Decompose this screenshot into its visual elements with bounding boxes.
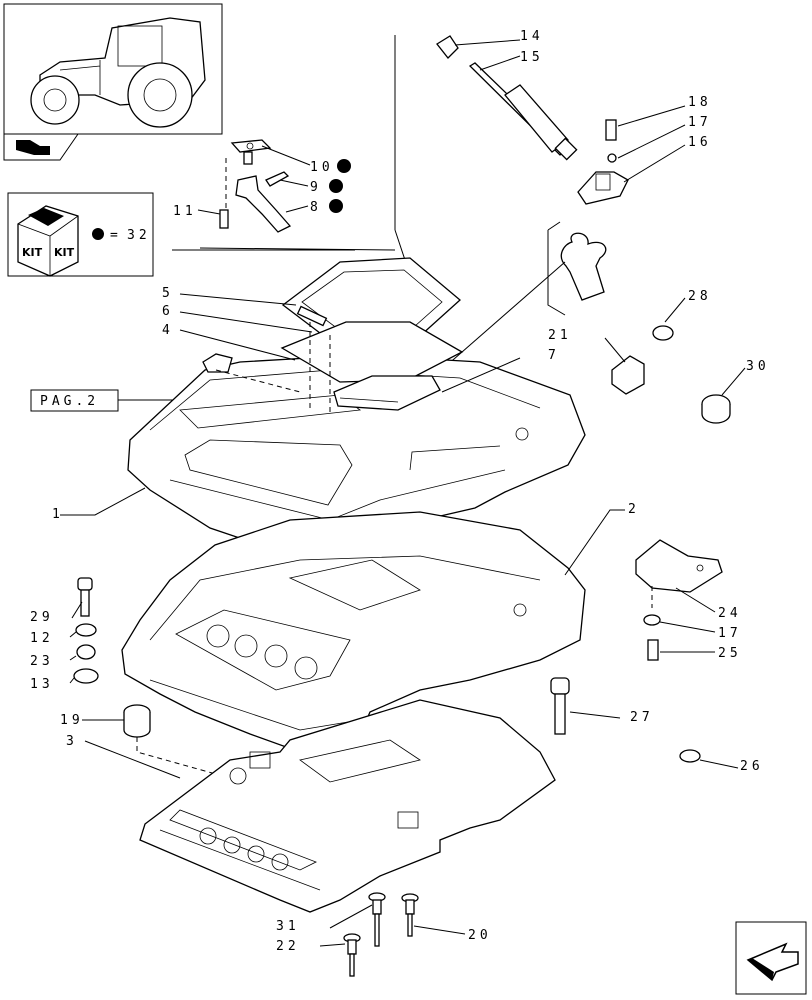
kit-legend-box: KIT KIT = 32 <box>7 192 154 277</box>
washer-17b <box>643 614 661 626</box>
next-page-button[interactable] <box>735 921 807 995</box>
washer-13 <box>73 668 99 684</box>
kit-marker-10 <box>337 159 351 173</box>
kit-number: 32 <box>127 228 151 243</box>
bracket-24 <box>635 539 723 593</box>
callout-2: 2 <box>628 502 640 517</box>
bolt-27 <box>550 677 570 735</box>
callout-30: 30 <box>746 359 770 374</box>
washer-12 <box>75 623 97 637</box>
callout-4: 4 <box>162 323 174 338</box>
page-reference-label: PAG.2 <box>40 394 99 409</box>
callout-28: 28 <box>688 289 712 304</box>
callout-22: 22 <box>276 939 300 954</box>
callout-26: 26 <box>740 759 764 774</box>
callout-labels: 1 2 3 4 5 6 7 8 9 10 11 12 13 14 15 16 1… <box>30 29 770 954</box>
callout-20: 20 <box>468 928 492 943</box>
kit-dot-icon <box>92 228 104 240</box>
latch-assembly <box>219 139 292 233</box>
rivet-22 <box>343 933 361 977</box>
hatch-glass <box>280 321 464 383</box>
callout-1: 1 <box>52 507 64 522</box>
callout-13: 13 <box>30 677 54 692</box>
kit-marker-9 <box>329 179 343 193</box>
callout-12: 12 <box>30 631 54 646</box>
kit-box-icon: KIT KIT <box>17 205 79 277</box>
callout-17b: 17 <box>718 626 742 641</box>
callout-3: 3 <box>66 734 78 749</box>
kit-label-1: KIT <box>22 246 43 259</box>
callout-21: 21 <box>548 328 572 343</box>
hinge-bracket <box>577 119 629 205</box>
spacer-19 <box>123 704 151 738</box>
rivet-20 <box>401 893 419 937</box>
next-page-arrow-icon <box>746 942 799 982</box>
bracket-4 <box>202 353 233 373</box>
tractor-thumbnail-icon <box>30 17 206 128</box>
callout-25: 25 <box>718 646 742 661</box>
clip-21 <box>611 355 645 395</box>
callout-19: 19 <box>60 713 84 728</box>
gas-strut <box>436 35 578 161</box>
bolt-29 <box>77 577 93 617</box>
seal-profile <box>560 232 607 301</box>
callout-16: 16 <box>688 135 712 150</box>
callout-15: 15 <box>520 50 544 65</box>
callout-9: 9 <box>310 180 322 195</box>
callout-23: 23 <box>30 654 54 669</box>
callout-14: 14 <box>520 29 544 44</box>
callout-31: 31 <box>276 919 300 934</box>
callout-11: 11 <box>173 204 197 219</box>
rivet-31 <box>368 892 386 947</box>
plug-30 <box>701 394 731 424</box>
callout-7: 7 <box>548 348 560 363</box>
base-plate <box>139 699 556 913</box>
callout-27: 27 <box>630 710 654 725</box>
kit-equals: = <box>110 228 122 243</box>
washer-28 <box>652 325 674 341</box>
bolt-25 <box>647 639 659 661</box>
callout-18: 18 <box>688 95 712 110</box>
callout-6: 6 <box>162 304 174 319</box>
washer-26 <box>679 749 701 763</box>
section-arrow-icon <box>16 140 50 155</box>
callout-10: 10 <box>310 160 334 175</box>
page-reference[interactable]: PAG.2 <box>30 389 200 412</box>
hatch-seal <box>333 375 441 411</box>
callout-17: 17 <box>688 115 712 130</box>
callout-8: 8 <box>310 200 322 215</box>
kit-label-2: KIT <box>54 246 75 259</box>
callout-29: 29 <box>30 610 54 625</box>
nut-23 <box>76 644 96 660</box>
callout-24: 24 <box>718 606 742 621</box>
kit-marker-8 <box>329 199 343 213</box>
roof-inner-liner <box>121 511 586 753</box>
callout-5: 5 <box>162 286 174 301</box>
tractor-thumbnail <box>3 3 223 161</box>
